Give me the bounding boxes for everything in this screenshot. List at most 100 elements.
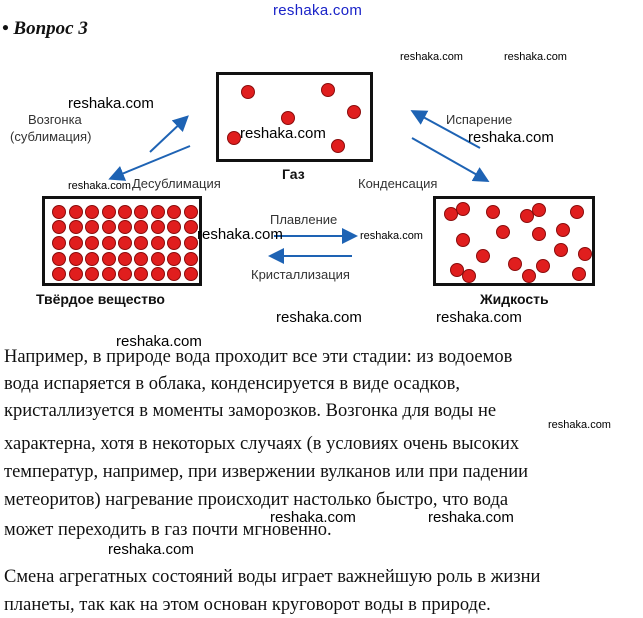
solid-particle xyxy=(101,220,116,235)
gas-particle xyxy=(331,139,345,153)
liquid-particle xyxy=(572,267,586,281)
solid-particle xyxy=(183,220,198,235)
liquid-particle xyxy=(556,223,570,237)
solid-particle xyxy=(68,267,83,282)
solid-particle xyxy=(167,220,182,235)
watermark: reshaka.com xyxy=(504,51,567,63)
watermark: reshaka.com xyxy=(400,51,463,63)
solid-particle xyxy=(150,235,165,250)
text-line: метеоритов) нагревание происходит настол… xyxy=(4,490,509,510)
desublimation-arrow xyxy=(108,145,191,181)
liquid-particle xyxy=(456,202,470,216)
liquid-label: Жидкость xyxy=(480,291,549,307)
watermark: reshaka.com xyxy=(360,230,423,242)
solid-particle xyxy=(134,220,149,235)
liquid-particle xyxy=(536,259,550,273)
solid-particle xyxy=(85,267,100,282)
gas-particle xyxy=(347,105,361,119)
solid-particle xyxy=(117,267,132,282)
solid-particle xyxy=(52,204,67,219)
solid-particle xyxy=(167,251,182,266)
liquid-particle xyxy=(532,203,546,217)
solid-particle xyxy=(117,235,132,250)
liquid-particle xyxy=(570,205,584,219)
solid-particle-grid xyxy=(51,204,199,282)
solid-box xyxy=(42,196,202,286)
solid-particle xyxy=(101,267,116,282)
solid-particle xyxy=(117,204,132,219)
solid-particle xyxy=(68,204,83,219)
solid-particle xyxy=(134,267,149,282)
liquid-particle xyxy=(456,233,470,247)
solid-particle xyxy=(167,204,182,219)
solid-particle xyxy=(117,251,132,266)
sublimation-label: Возгонка xyxy=(28,112,82,127)
watermark: reshaka.com xyxy=(428,509,514,526)
text-line: температур, например, при извержении вул… xyxy=(4,462,529,482)
solid-particle xyxy=(183,204,198,219)
text-line: планеты, так как на этом основан кругово… xyxy=(4,595,491,615)
watermark: reshaka.com xyxy=(548,419,611,431)
solid-particle xyxy=(85,235,100,250)
text-line: кристаллизуется в моменты заморозков. Во… xyxy=(4,401,497,421)
watermark: reshaka.com xyxy=(276,309,362,326)
solid-particle xyxy=(101,251,116,266)
liquid-particle xyxy=(532,227,546,241)
solid-particle xyxy=(183,251,198,266)
text-line: вода испаряется в облака, конденсируется… xyxy=(4,374,460,394)
solid-particle xyxy=(68,220,83,235)
solid-particle xyxy=(150,220,165,235)
solid-particle xyxy=(101,204,116,219)
watermark: reshaka.com xyxy=(116,333,202,350)
watermark: reshaka.com xyxy=(68,180,131,192)
watermark: reshaka.com xyxy=(468,129,554,146)
solid-particle xyxy=(68,251,83,266)
solid-particle xyxy=(167,267,182,282)
solid-particle xyxy=(85,251,100,266)
solid-particle xyxy=(183,267,198,282)
text-line: характерна, хотя в некоторых случаях (в … xyxy=(4,434,520,454)
question-heading: • Вопрос 3 xyxy=(2,18,88,39)
solid-particle xyxy=(52,220,67,235)
gas-particle xyxy=(227,131,241,145)
watermark: reshaka.com xyxy=(68,95,154,112)
solid-particle xyxy=(134,235,149,250)
solid-particle xyxy=(150,251,165,266)
solid-particle xyxy=(52,251,67,266)
solid-particle xyxy=(183,235,198,250)
solid-particle xyxy=(134,251,149,266)
solid-particle xyxy=(150,267,165,282)
gas-particle xyxy=(241,85,255,99)
solid-particle xyxy=(167,235,182,250)
solid-particle xyxy=(52,235,67,250)
solid-particle xyxy=(52,267,67,282)
gas-particle xyxy=(281,111,295,125)
crystallization-label: Кристаллизация xyxy=(251,267,350,282)
evaporation-label: Испарение xyxy=(446,112,513,127)
text-line: Например, в природе вода проходит все эт… xyxy=(4,347,513,367)
watermark: reshaka.com xyxy=(436,309,522,326)
solid-label: Твёрдое вещество xyxy=(36,291,165,307)
liquid-particle xyxy=(520,209,534,223)
solid-particle xyxy=(85,220,100,235)
watermark: reshaka.com xyxy=(197,226,283,243)
liquid-particle xyxy=(486,205,500,219)
gas-label: Газ xyxy=(282,166,305,182)
liquid-particle xyxy=(476,249,490,263)
solid-particle xyxy=(85,204,100,219)
desublimation-label: Десублимация xyxy=(132,176,221,191)
liquid-particle xyxy=(554,243,568,257)
melting-label: Плавление xyxy=(270,212,338,227)
solid-particle xyxy=(68,235,83,250)
watermark-top: reshaka.com xyxy=(273,2,363,19)
gas-box xyxy=(216,72,373,162)
solid-particle xyxy=(117,220,132,235)
liquid-particle xyxy=(522,269,536,283)
sublimation-arrow xyxy=(149,115,189,153)
condensation-label: Конденсация xyxy=(358,176,438,191)
gas-particle xyxy=(321,83,335,97)
liquid-box xyxy=(433,196,595,286)
text-line: может переходить в газ почти мгновенно. xyxy=(4,520,332,540)
condensation-arrow xyxy=(411,137,490,182)
